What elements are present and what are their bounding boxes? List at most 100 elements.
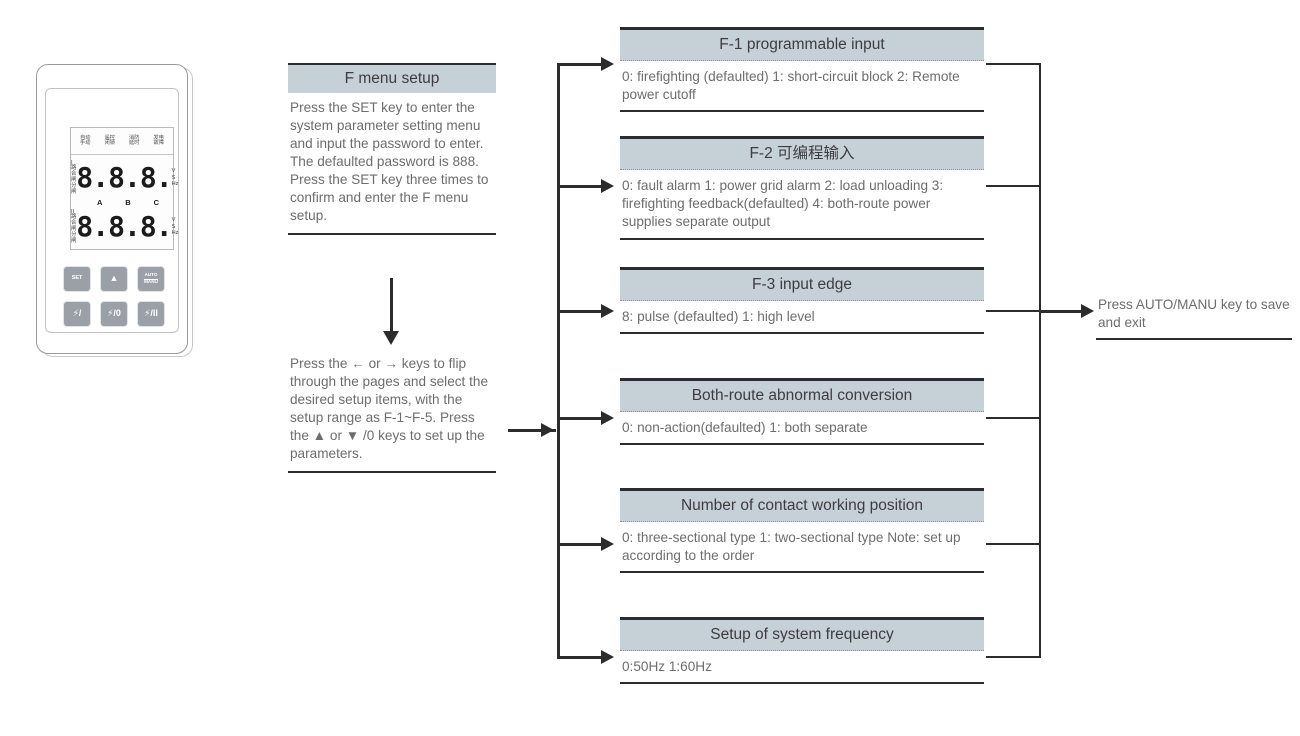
exit-note-box: Press AUTO/MANU key to save and exit	[1096, 294, 1292, 341]
panel-contact-title: Number of contact working position	[620, 490, 984, 522]
arrow-entry-to-nav	[383, 331, 399, 345]
arrow-to-panel-f2	[601, 179, 614, 193]
phase-label-b: B	[125, 198, 131, 207]
unit-label: Hz	[171, 230, 179, 237]
arrow-to-panel-frequency	[601, 650, 614, 664]
lcd-digits-route-2: 8.8.8.	[76, 210, 172, 243]
f-menu-setup-box: F menu setup Press the SET key to enter …	[288, 63, 496, 235]
status-label-bottom: 手动	[80, 140, 91, 146]
panel-top-rule	[620, 488, 984, 491]
panel-top-rule	[620, 267, 984, 270]
arrow-to-exit-note	[1081, 304, 1094, 318]
collector-stub-5	[986, 543, 1041, 545]
branch-stub-4	[557, 417, 605, 420]
status-remote-lock: 遥控 闭锁	[104, 134, 115, 147]
branch-stub-6	[557, 656, 605, 659]
status-label-bottom: 故障	[153, 140, 164, 146]
panel-f3: F-3 input edge 8: pulse (defaulted) 1: h…	[620, 267, 984, 334]
panel-f2-body: 0: fault alarm 1: power grid alarm 2: lo…	[620, 170, 984, 240]
collector-stub-4	[986, 417, 1041, 419]
status-label-top: 自动	[80, 134, 91, 141]
ats-controller-device: 自动 手动 遥控 闭锁 消防 延时 发电 故障	[36, 64, 193, 357]
arrow-to-panel-f3	[601, 304, 614, 318]
unit-label: V	[171, 216, 176, 223]
lcd-row-route-1: I 路 合闸 分闸 8.8.8. V S Hz	[71, 157, 178, 199]
connector-entry-to-nav	[390, 278, 393, 334]
collector-stub-3	[986, 310, 1041, 312]
navigate-keys-box: Press the ← or → keys to flip through th…	[288, 353, 496, 474]
panel-frequency-body: 0:50Hz 1:60Hz	[620, 651, 984, 684]
up-button[interactable]: ▲	[101, 267, 127, 291]
lcd-screen: 自动 手动 遥控 闭锁 消防 延时 发电 故障	[70, 127, 178, 250]
branch-stub-3	[557, 310, 605, 313]
lcd-row-2-labels: II 路 合闸 分闸	[71, 208, 77, 245]
auto-label: AUTO	[144, 272, 158, 278]
lcd-label: 合闸	[71, 171, 77, 183]
status-label-top: 遥控	[104, 134, 115, 141]
arrow-to-panel-f1	[601, 57, 614, 71]
auto-manu-stack: AUTO MANU	[144, 272, 158, 285]
right-trunk-line	[1039, 63, 1041, 658]
route-two-button[interactable]: ⚡/II	[138, 302, 164, 326]
status-auto-manual: 自动 手动	[80, 134, 91, 147]
lcd-digits-route-1: 8.8.8.	[76, 161, 172, 194]
panel-top-rule	[620, 378, 984, 381]
f-menu-setup-body: Press the SET key to enter the system pa…	[288, 93, 496, 235]
set-button[interactable]: SET	[64, 267, 90, 291]
panel-f2: F-2 可编程输入 0: fault alarm 1: power grid a…	[620, 136, 984, 240]
branch-stub-2	[557, 185, 605, 188]
arrow-to-panel-both-route	[601, 411, 614, 425]
connector-trunk-to-exit-note	[1039, 310, 1087, 313]
panel-f3-title: F-3 input edge	[620, 269, 984, 301]
branch-stub-5	[557, 543, 605, 546]
lcd-row-2-units: V S Hz	[172, 217, 179, 238]
panel-f1-body: 0: firefighting (defaulted) 1: short-cir…	[620, 61, 984, 113]
branch-stub-1	[557, 63, 605, 66]
navigate-keys-body: Press the ← or → keys to flip through th…	[288, 353, 496, 474]
panel-both-route-abnormal-conversion: Both-route abnormal conversion 0: non-ac…	[620, 378, 984, 445]
device-faceplate: 自动 手动 遥控 闭锁 消防 延时 发电 故障	[45, 88, 179, 333]
keypad: SET ▲ AUTO MANU ⚡/ ⚡/0 ⚡/II	[64, 267, 164, 326]
status-label-top: 发电	[153, 134, 164, 141]
lcd-status-row: 自动 手动 遥控 闭锁 消防 延时 发电 故障	[71, 128, 173, 155]
status-fire-delay: 消防 延时	[129, 134, 140, 147]
collector-stub-2	[986, 185, 1041, 187]
lcd-row-route-2: II 路 合闸 分闸 8.8.8. V S Hz	[71, 206, 178, 248]
left-trunk-line	[557, 63, 560, 658]
panel-top-rule	[620, 136, 984, 139]
unit-label: S	[171, 174, 176, 181]
panel-f2-title: F-2 可编程输入	[620, 138, 984, 170]
status-gen-fault: 发电 故障	[153, 134, 164, 147]
panel-both-route-title: Both-route abnormal conversion	[620, 380, 984, 412]
route-one-button[interactable]: ⚡/	[64, 302, 90, 326]
status-label-bottom: 闭锁	[104, 140, 115, 146]
phase-labels: A B C	[97, 198, 159, 207]
divider	[144, 278, 158, 280]
unit-label: V	[171, 167, 176, 174]
arrow-nav-to-trunk	[541, 423, 554, 437]
panel-frequency-title: Setup of system frequency	[620, 619, 984, 651]
unit-label: S	[171, 223, 176, 230]
panel-f1: F-1 programmable input 0: firefighting (…	[620, 27, 984, 113]
panel-f3-body: 8: pulse (defaulted) 1: high level	[620, 301, 984, 334]
manu-label: MANU	[144, 279, 158, 284]
exit-note-text: Press AUTO/MANU key to save and exit	[1096, 294, 1292, 341]
lcd-label: I 路	[71, 159, 77, 172]
collector-stub-6	[986, 656, 1041, 658]
lcd-label: II 路	[71, 208, 77, 221]
status-label-top: 消防	[129, 134, 140, 141]
panel-contact-working-position: Number of contact working position 0: th…	[620, 488, 984, 574]
connector-nav-to-trunk	[508, 429, 556, 432]
lcd-row-1-units: V S Hz	[172, 168, 179, 189]
auto-manu-button[interactable]: AUTO MANU	[138, 267, 164, 291]
route-zero-button[interactable]: ⚡/0	[101, 302, 127, 326]
status-label-bottom: 延时	[129, 140, 140, 146]
panel-top-rule	[620, 27, 984, 30]
panel-both-route-body: 0: non-action(defaulted) 1: both separat…	[620, 412, 984, 445]
panel-top-rule	[620, 617, 984, 620]
collector-stub-1	[986, 63, 1041, 65]
panel-contact-body: 0: three-sectional type 1: two-sectional…	[620, 522, 984, 574]
unit-label: Hz	[171, 181, 179, 188]
panel-f1-title: F-1 programmable input	[620, 29, 984, 61]
